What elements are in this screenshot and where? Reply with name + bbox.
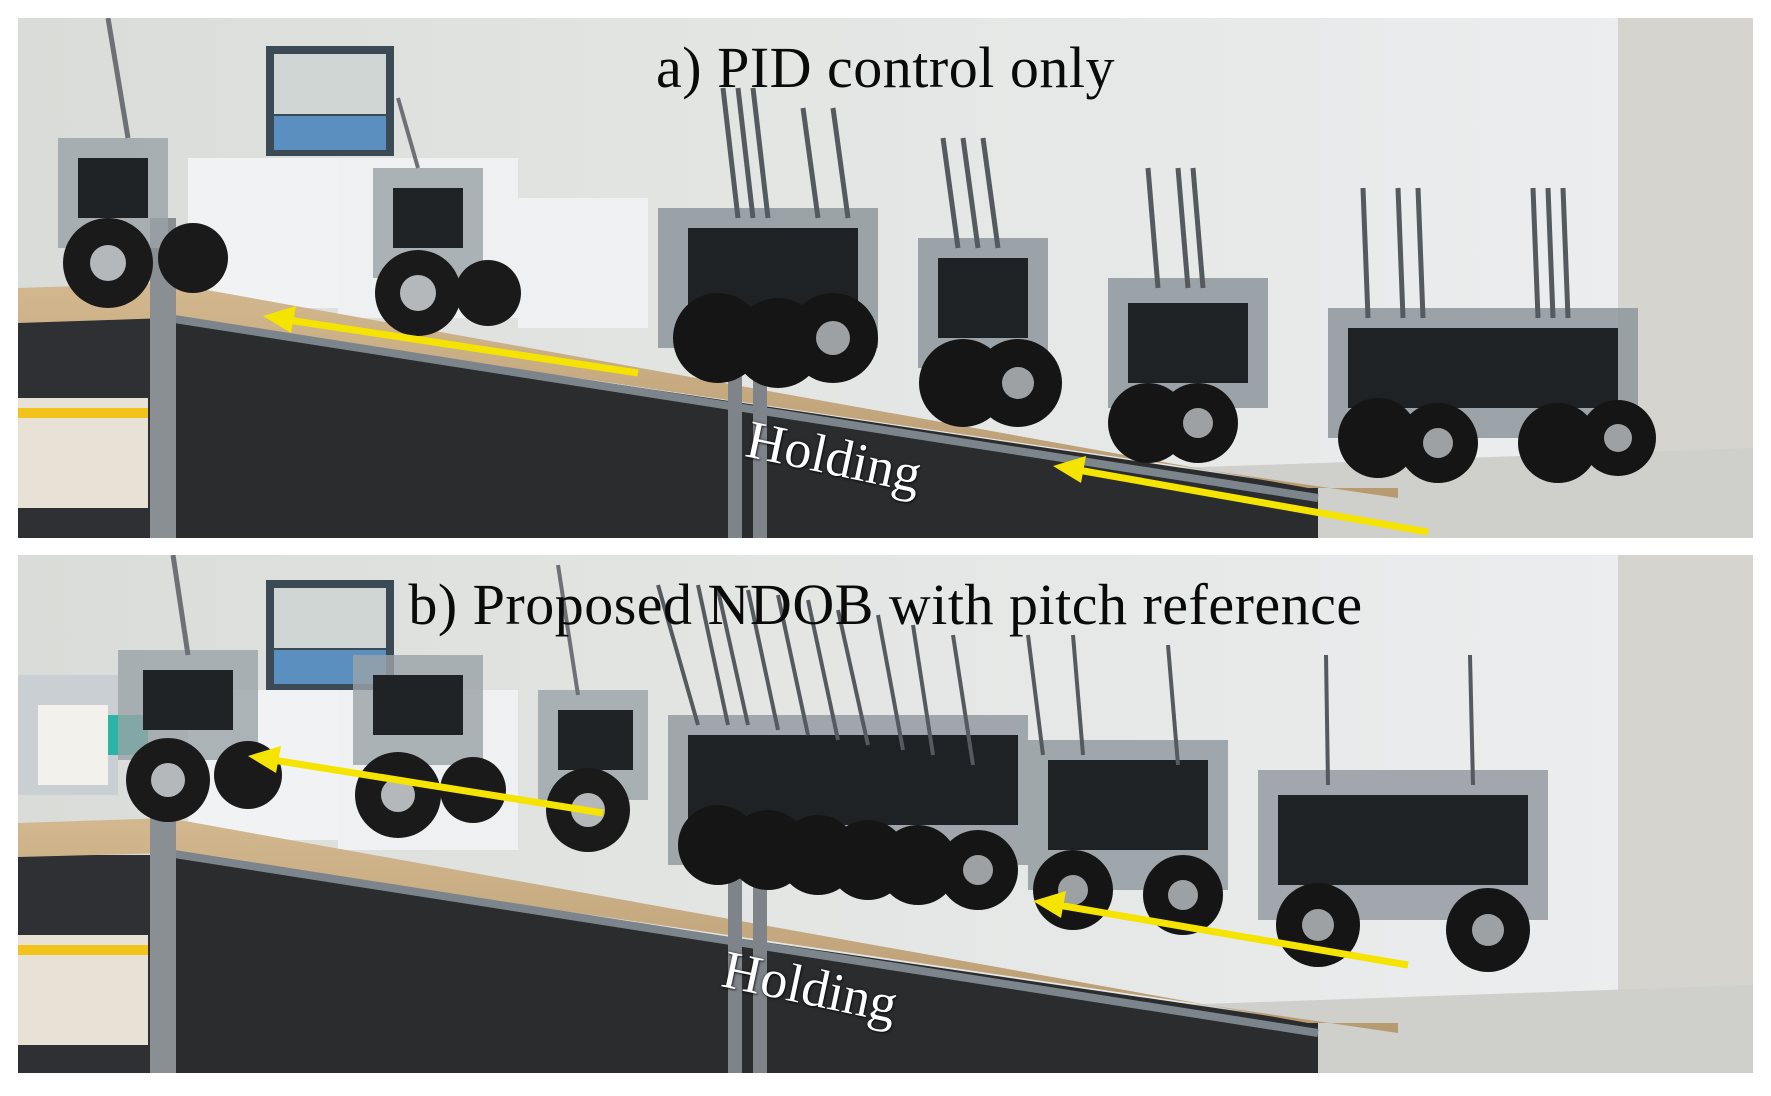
robot-group-a <box>58 18 1656 483</box>
panel-b-caption: b) Proposed NDOB with pitch reference <box>408 572 1363 637</box>
scene-a <box>18 18 1753 538</box>
panel-a-caption: a) PID control only <box>656 35 1115 100</box>
direction-arrows-a <box>263 306 1429 536</box>
direction-arrows-b <box>248 746 1409 969</box>
panel-a-photo: a) PID control only Holding <box>18 18 1753 538</box>
robot-group-b <box>118 555 1548 972</box>
panel-b-photo: b) Proposed NDOB with pitch reference Ho… <box>18 555 1753 1073</box>
scene-b <box>18 555 1753 1073</box>
